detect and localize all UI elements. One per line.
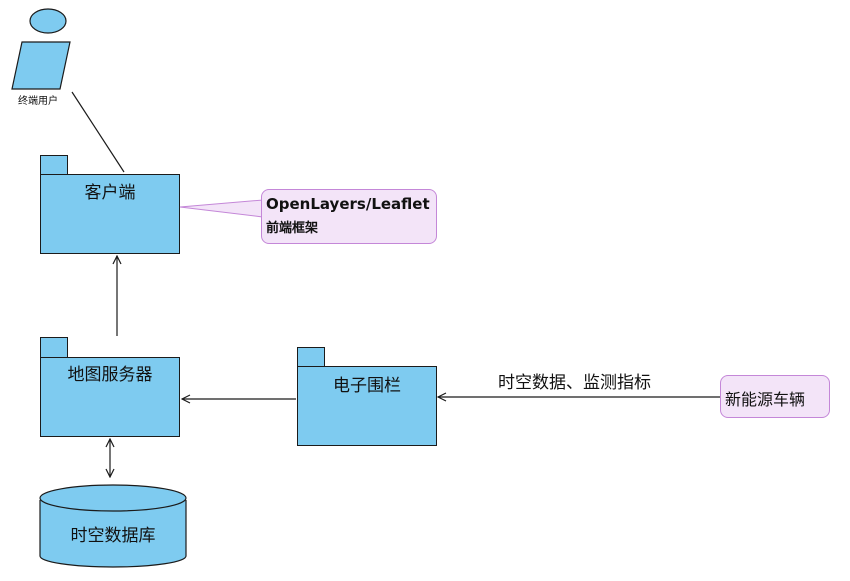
database-label: 时空数据库 xyxy=(70,526,156,546)
client-package[interactable] xyxy=(40,174,180,254)
vehicle-note-label: 新能源车辆 xyxy=(725,390,806,409)
client-package-label: 客户端 xyxy=(84,183,136,203)
data-flow-label: 时空数据、监测指标 xyxy=(498,373,651,393)
actor-head xyxy=(29,8,67,34)
framework-note-line1: OpenLayers/Leaflet xyxy=(266,195,430,213)
actor-client-line xyxy=(71,91,125,173)
geofence-package[interactable] xyxy=(297,366,437,446)
actor-label: 终端用户 xyxy=(18,96,58,107)
framework-note: OpenLayers/Leaflet 前端框架 xyxy=(261,189,437,244)
framework-note-line2: 前端框架 xyxy=(266,221,319,236)
geofence-package-label: 电子围栏 xyxy=(333,376,401,396)
mapserver-package-label: 地图服务器 xyxy=(67,365,153,385)
actor-body xyxy=(11,41,71,90)
mapserver-package[interactable] xyxy=(40,357,180,437)
vehicle-note: 新能源车辆 xyxy=(720,375,830,418)
